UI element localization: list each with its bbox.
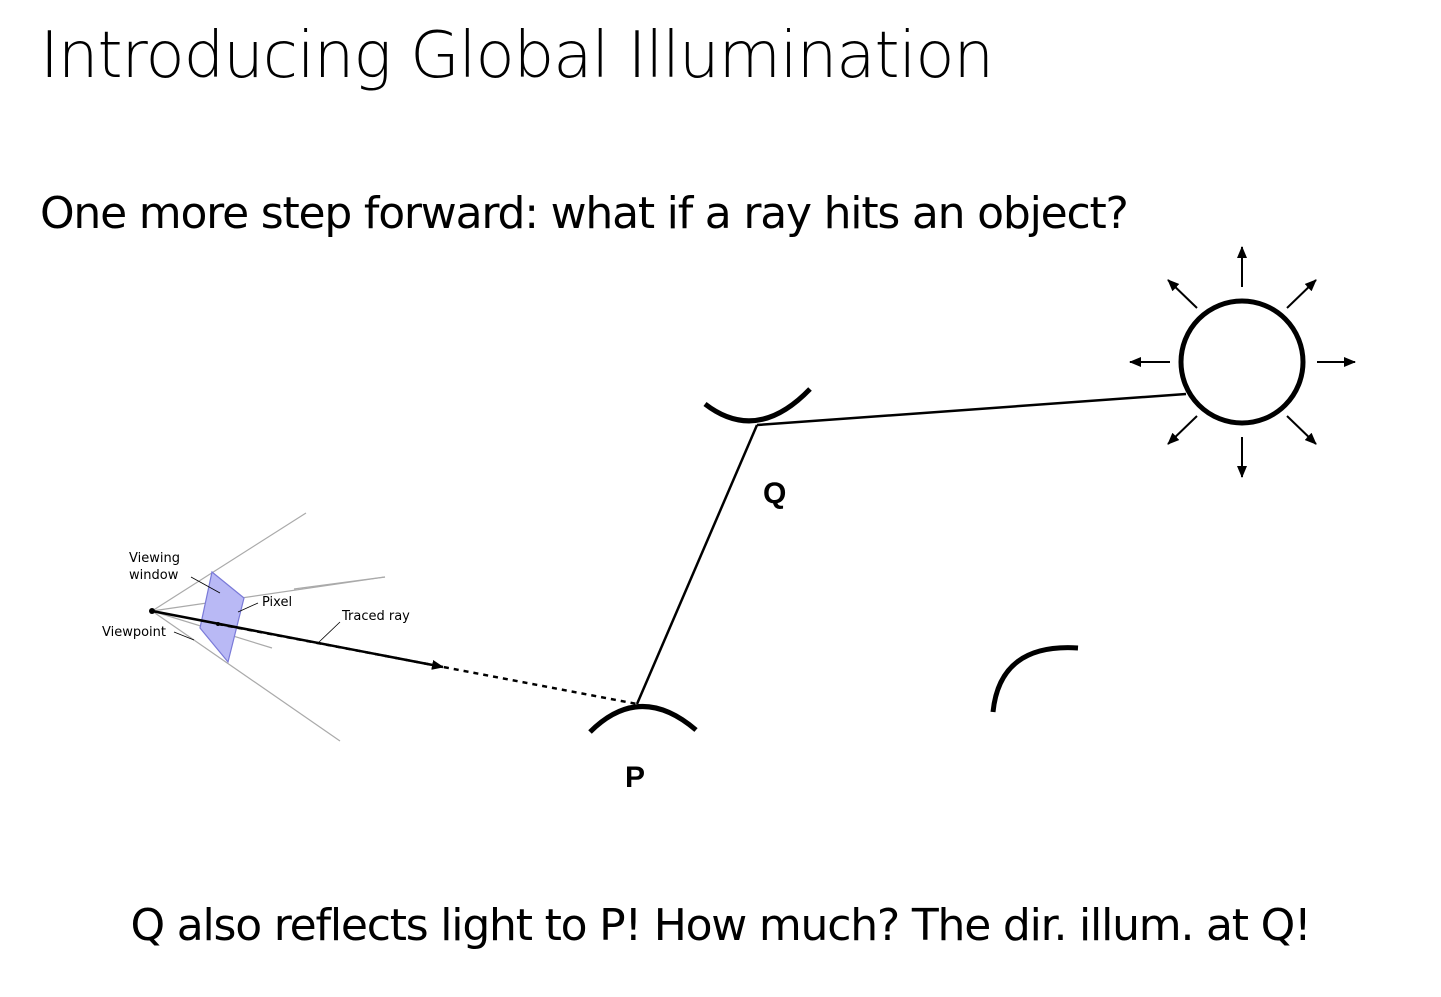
light-source-icon xyxy=(1129,246,1356,478)
surface-p xyxy=(588,704,698,734)
pixel-dot xyxy=(216,622,220,626)
question-text: One more step forward: what if a ray hit… xyxy=(40,188,1129,239)
viewing-window-label-line1: Viewing xyxy=(129,551,180,566)
camera-inset: Viewing window Pixel Traced ray Viewpoin… xyxy=(102,512,638,742)
surface-q xyxy=(703,387,812,424)
point-q-label: Q xyxy=(763,477,786,510)
viewing-window-plane xyxy=(199,570,245,664)
ray-p-to-q xyxy=(635,424,759,705)
ray-q-to-light xyxy=(756,392,1187,427)
viewing-window-label-line2: window xyxy=(129,568,179,583)
conclusion-text: Q also reflects light to P! How much? Th… xyxy=(130,900,1312,951)
scene xyxy=(588,387,1187,734)
view-frustum-lines xyxy=(151,512,386,742)
point-p-label: P xyxy=(625,761,645,794)
traced-ray-dashed xyxy=(217,622,638,706)
eye-viewpoint-icon xyxy=(149,608,155,614)
slide-title: Introducing Global Illumination xyxy=(40,19,994,93)
label-leader-lines xyxy=(173,576,341,644)
viewpoint-label: Viewpoint xyxy=(102,625,166,640)
pixel-label: Pixel xyxy=(262,595,292,610)
traced-ray-label: Traced ray xyxy=(341,609,410,624)
surface-third xyxy=(990,645,1079,713)
